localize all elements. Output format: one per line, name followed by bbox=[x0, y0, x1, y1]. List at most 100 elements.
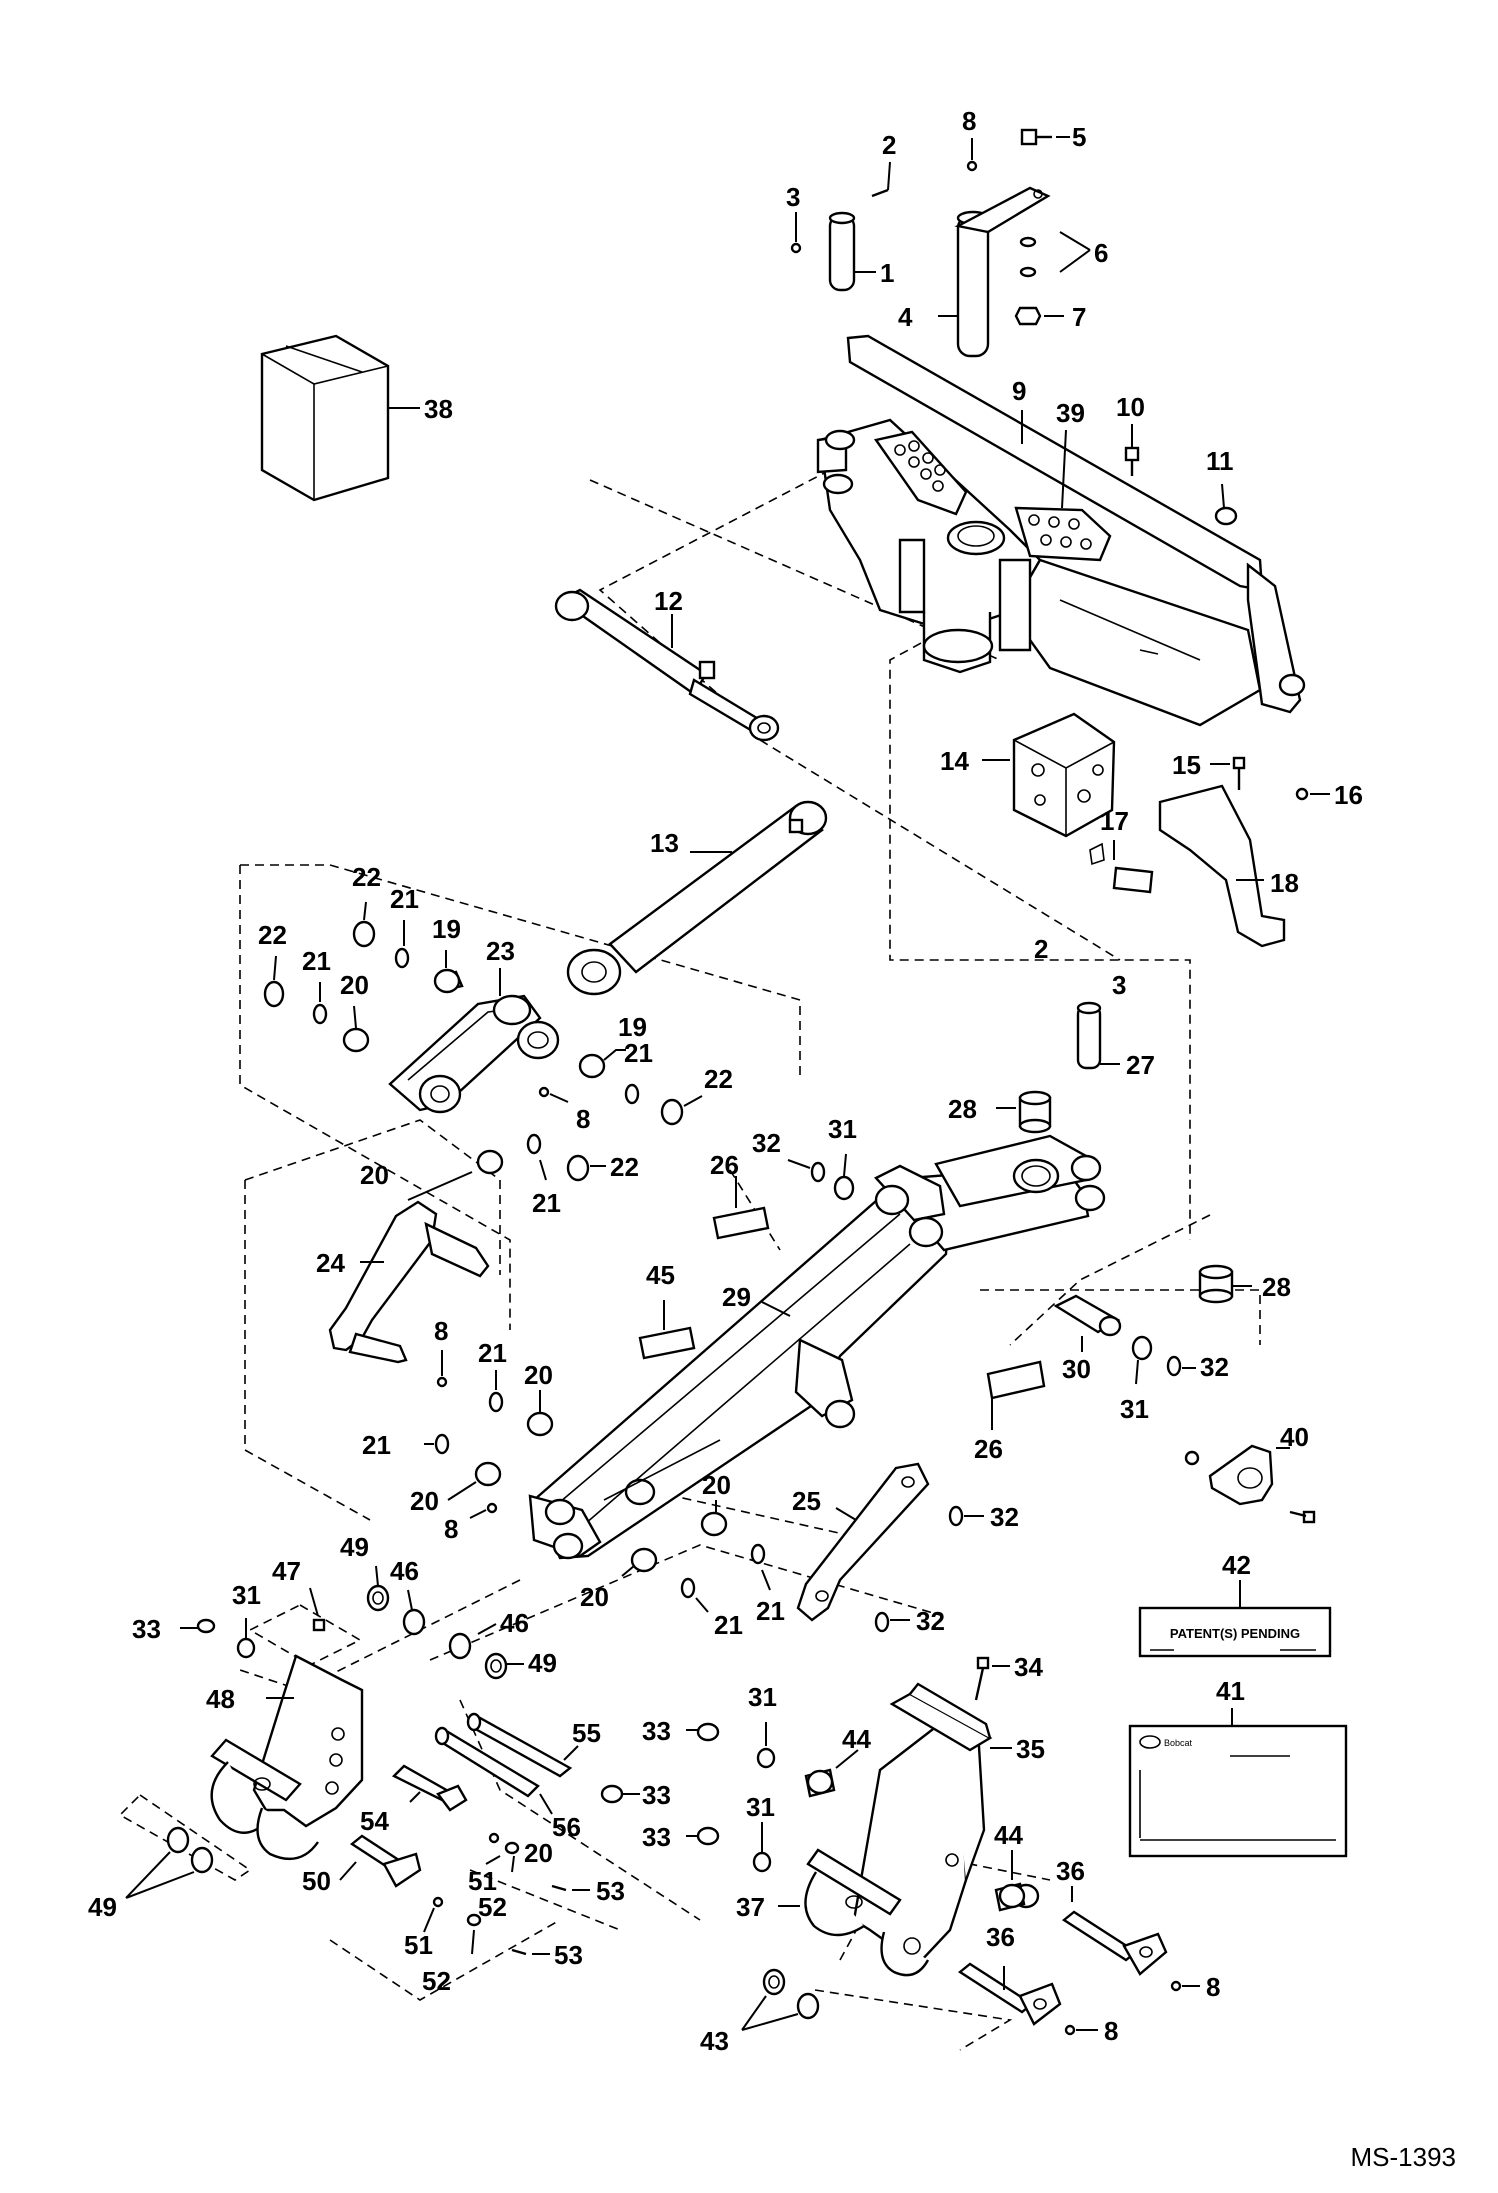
callout-53-b: 53 bbox=[554, 1940, 583, 1970]
callout-49-b: 49 bbox=[528, 1648, 557, 1678]
part-3-retainer bbox=[790, 212, 802, 254]
part-8-grease-fitting-top bbox=[966, 138, 978, 172]
callout-49-a: 49 bbox=[340, 1532, 369, 1562]
callout-48: 48 bbox=[206, 1684, 235, 1714]
callout-22-c: 22 bbox=[704, 1064, 733, 1094]
part-2-roll-pin bbox=[871, 161, 891, 198]
callout-56: 56 bbox=[552, 1812, 581, 1842]
callout-10: 10 bbox=[1116, 392, 1145, 422]
callout-40: 40 bbox=[1280, 1422, 1309, 1452]
callout-36-b: 36 bbox=[986, 1922, 1015, 1952]
part-54-pin bbox=[391, 1764, 468, 1812]
callout-45: 45 bbox=[646, 1260, 675, 1290]
callout-44-b: 44 bbox=[994, 1820, 1023, 1850]
callout-31-c: 31 bbox=[232, 1580, 261, 1610]
callout-47: 47 bbox=[272, 1556, 301, 1586]
callout-21-b: 21 bbox=[302, 946, 331, 976]
callout-41: 41 bbox=[1216, 1676, 1245, 1706]
part-38-box bbox=[260, 334, 420, 502]
part-45-decal bbox=[638, 1300, 696, 1360]
part-22-washers bbox=[263, 901, 703, 1182]
part-23-link bbox=[388, 968, 560, 1114]
callout-30: 30 bbox=[1062, 1354, 1091, 1384]
part-5-bolt bbox=[1020, 128, 1070, 146]
part-41-decal: Bobcat bbox=[1128, 1708, 1348, 1858]
callout-4: 4 bbox=[898, 302, 913, 332]
part-25-link bbox=[796, 1462, 930, 1622]
callout-19-a: 19 bbox=[432, 914, 461, 944]
decal-brand-text: Bobcat bbox=[1164, 1738, 1193, 1748]
part-6-washers bbox=[1019, 231, 1091, 278]
part-39-step-pads bbox=[873, 429, 1112, 562]
callout-33-d: 33 bbox=[642, 1822, 671, 1852]
callout-3-b: 3 bbox=[1112, 970, 1126, 1000]
part-56-pin bbox=[434, 1726, 553, 1815]
callout-31-d: 31 bbox=[748, 1682, 777, 1712]
callout-21-h: 21 bbox=[756, 1596, 785, 1626]
callout-11: 11 bbox=[1206, 446, 1234, 476]
callout-20-f: 20 bbox=[580, 1582, 609, 1612]
part-46-49-seals bbox=[125, 1565, 524, 1899]
callout-22-a: 22 bbox=[352, 862, 381, 892]
part-37-swing-bracket bbox=[778, 1714, 986, 1977]
callout-8-a: 8 bbox=[576, 1104, 590, 1134]
callout-43: 43 bbox=[700, 2026, 729, 2056]
part-40-tie-down bbox=[1184, 1444, 1316, 1524]
part-34-bolt bbox=[974, 1656, 1010, 1701]
part-20-bushings bbox=[342, 1005, 1040, 1909]
part-44-bushings bbox=[804, 1749, 1026, 1912]
callout-55: 55 bbox=[572, 1718, 601, 1748]
part-35-pad bbox=[889, 1682, 1012, 1752]
callout-20-c: 20 bbox=[524, 1360, 553, 1390]
callout-33-b: 33 bbox=[642, 1716, 671, 1746]
callout-1: 1 bbox=[880, 258, 894, 288]
part-48-swing-bracket bbox=[210, 1654, 364, 1861]
callout-22-b: 22 bbox=[258, 920, 287, 950]
part-27-pin bbox=[1076, 1001, 1120, 1070]
assembly-dashed-lines bbox=[118, 469, 1261, 2051]
part-17-decal bbox=[1089, 840, 1154, 894]
callout-44-a: 44 bbox=[842, 1724, 871, 1754]
part-21-orings bbox=[312, 920, 771, 1613]
callout-38: 38 bbox=[424, 394, 453, 424]
callout-21-d: 21 bbox=[532, 1188, 561, 1218]
callout-51-b: 51 bbox=[404, 1930, 433, 1960]
callout-8-b: 8 bbox=[434, 1316, 448, 1346]
callout-15: 15 bbox=[1172, 750, 1201, 780]
callout-50: 50 bbox=[302, 1866, 331, 1896]
part-8-grease-fittings bbox=[436, 1086, 1200, 2036]
callout-21-a: 21 bbox=[390, 884, 419, 914]
callout-20-d: 20 bbox=[410, 1486, 439, 1516]
callout-24: 24 bbox=[316, 1248, 345, 1278]
part-50-pin bbox=[339, 1834, 422, 1888]
part-31-32-washers bbox=[787, 1153, 1196, 1633]
callout-14: 14 bbox=[940, 746, 969, 776]
callout-13: 13 bbox=[650, 828, 679, 858]
part-43-seals bbox=[741, 1968, 820, 2031]
callout-31-a: 31 bbox=[828, 1114, 857, 1144]
part-9-swing-frame bbox=[816, 334, 1306, 727]
part-31-33-right bbox=[686, 1722, 776, 1873]
part-24-link bbox=[328, 1200, 490, 1364]
drawing-id: MS-1393 bbox=[1350, 2142, 1457, 2172]
callout-9: 9 bbox=[1012, 376, 1026, 406]
callout-25: 25 bbox=[792, 1486, 821, 1516]
part-28-bushing-b bbox=[1198, 1264, 1252, 1304]
callout-21-c: 21 bbox=[624, 1038, 653, 1068]
callout-20-a: 20 bbox=[340, 970, 369, 1000]
callout-6: 6 bbox=[1094, 238, 1108, 268]
patent-decal-text: PATENT(S) PENDING bbox=[1170, 1626, 1300, 1641]
callout-22-d: 22 bbox=[610, 1152, 639, 1182]
callout-35: 35 bbox=[1016, 1734, 1045, 1764]
callout-36-a: 36 bbox=[1056, 1856, 1085, 1886]
callout-20-e: 20 bbox=[702, 1470, 731, 1500]
part-12-swing-cylinder bbox=[554, 588, 780, 742]
part-4-pivot-pin bbox=[938, 186, 1051, 358]
callout-20-b: 20 bbox=[360, 1160, 389, 1190]
callout-18: 18 bbox=[1270, 868, 1299, 898]
callout-53-a: 53 bbox=[596, 1876, 625, 1906]
callout-8-c: 8 bbox=[444, 1514, 458, 1544]
part-19-bushing-b bbox=[578, 1049, 626, 1079]
callout-16: 16 bbox=[1334, 780, 1363, 810]
